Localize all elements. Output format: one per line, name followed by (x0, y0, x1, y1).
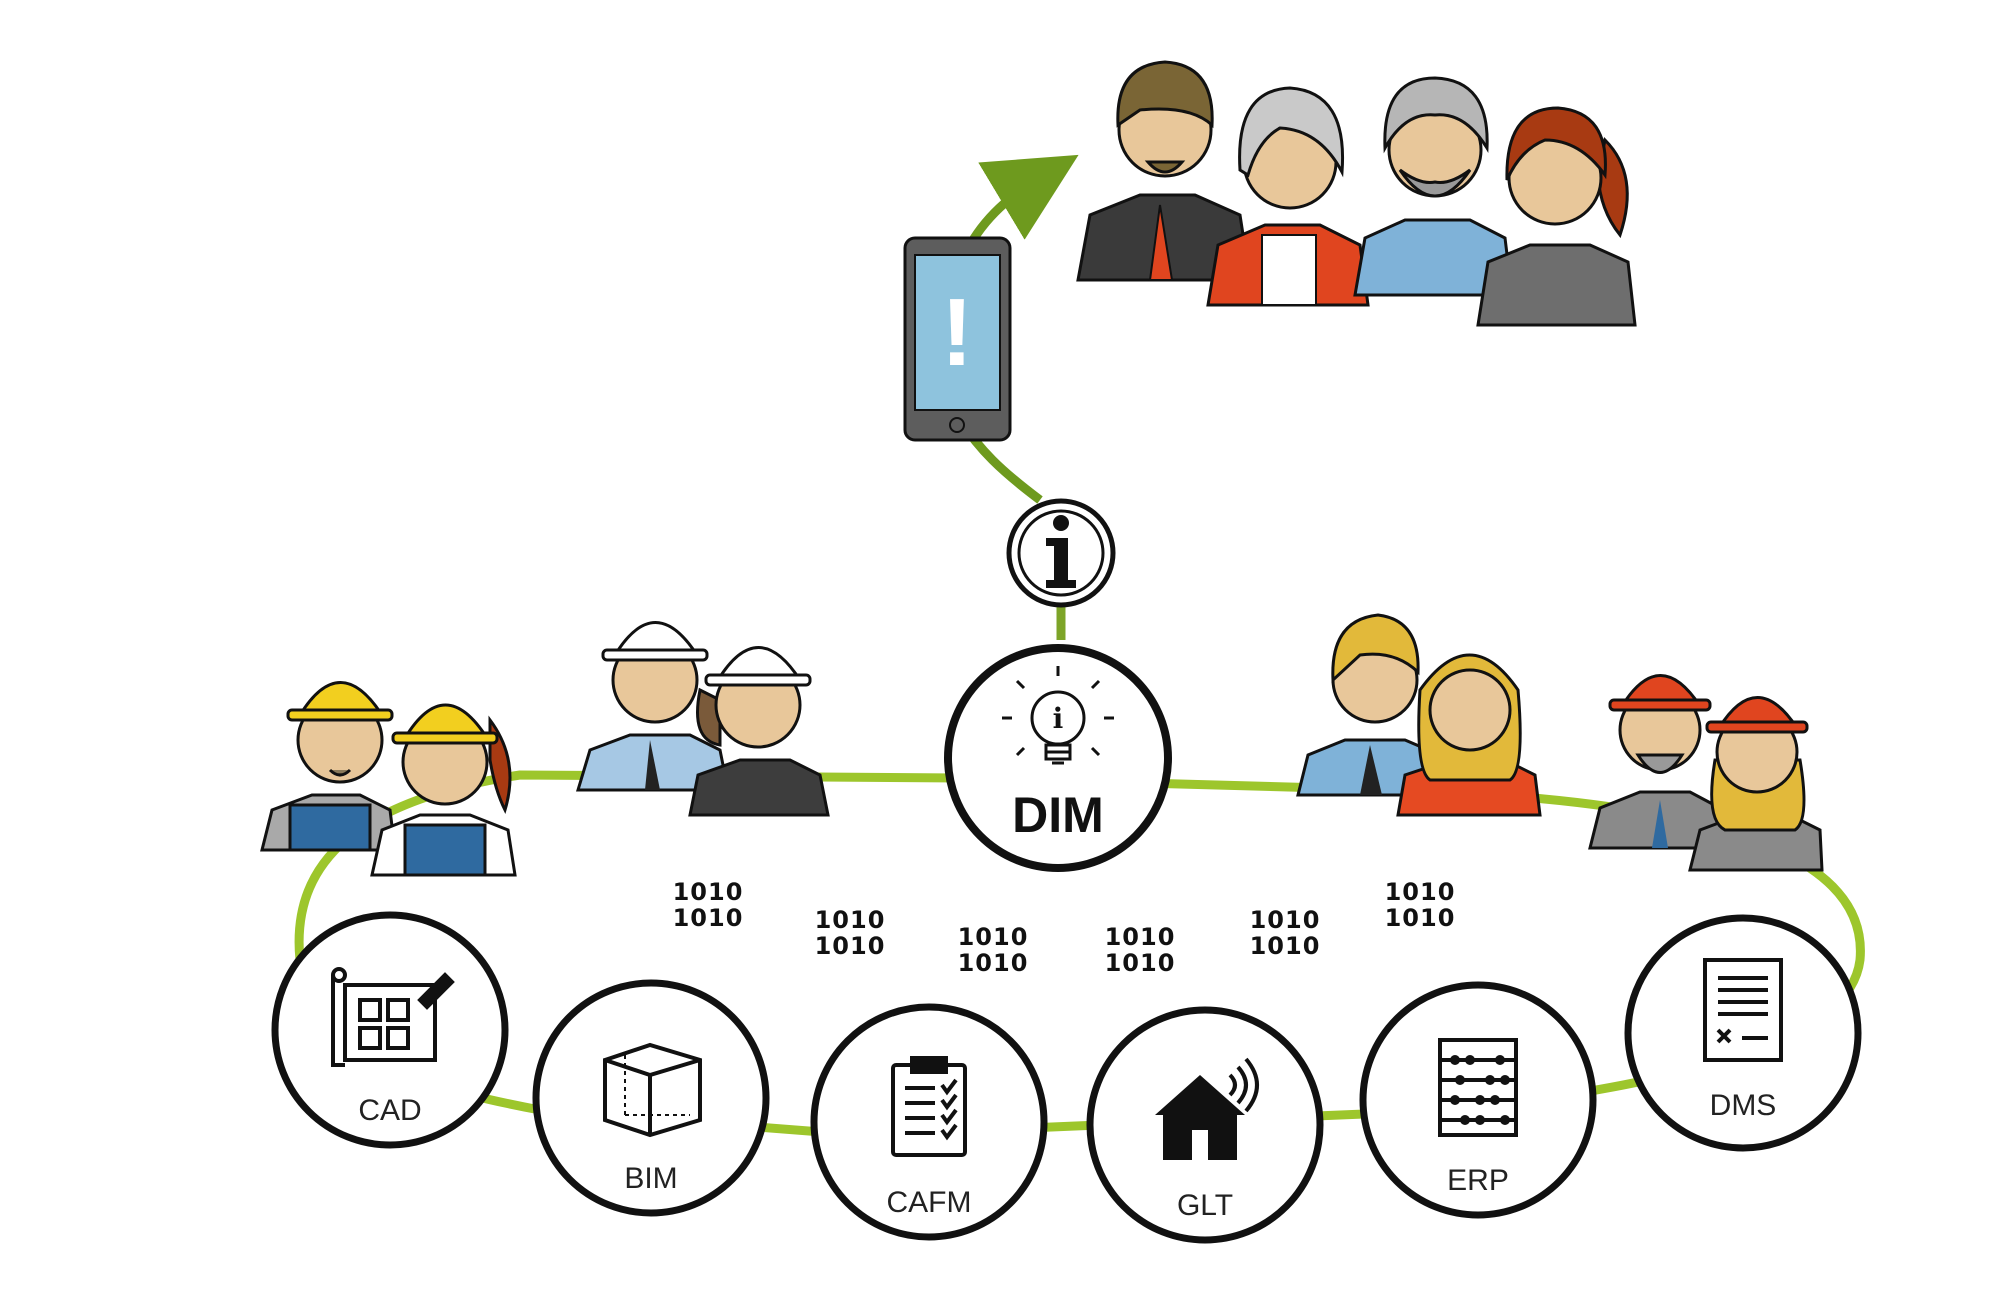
phone-alert-mark: ! (941, 279, 973, 386)
binary-data-line: 1010 (815, 932, 886, 960)
office-staff-icon (1296, 613, 1542, 817)
blueprint-pencil-icon (331, 967, 455, 1067)
binary-data-line: 1010 (673, 904, 744, 932)
system-nodes: CAD BIM (271, 911, 1862, 1244)
system-node-cafm[interactable]: CAFM (810, 1003, 1048, 1241)
system-label-dms: DMS (1710, 1089, 1777, 1122)
system-node-erp[interactable]: ERP (1359, 981, 1597, 1219)
system-label-glt: GLT (1177, 1189, 1233, 1222)
binary-data-line: 1010 (673, 878, 744, 906)
clipboard-checklist-icon (891, 1056, 967, 1157)
smartphone-alert-icon: ! (903, 236, 1012, 442)
stakeholders-group-icon (1076, 60, 1637, 327)
binary-data-line: 1010 (1250, 906, 1321, 934)
binary-data-line: 1010 (1385, 904, 1456, 932)
system-node-glt[interactable]: GLT (1086, 1006, 1324, 1244)
construction-workers-yellow-icon (260, 681, 517, 877)
binary-data-line: 1010 (958, 949, 1029, 977)
binary-data-line: 1010 (1105, 923, 1176, 951)
binary-data-line: 1010 (1385, 878, 1456, 906)
document-icon (1703, 958, 1783, 1062)
dim-hub: i DIM (944, 644, 1172, 872)
smart-home-icon (1155, 1057, 1259, 1160)
phone-to-group-arrow (966, 154, 1079, 248)
binary-data-line: 1010 (1250, 932, 1321, 960)
system-label-bim: BIM (624, 1162, 677, 1195)
binary-data-line: 1010 (958, 923, 1029, 951)
lightbulb-info-icon (1002, 666, 1114, 765)
binary-data-line: 1010 (815, 906, 886, 934)
system-node-dms[interactable]: DMS (1624, 914, 1862, 1152)
info-glyph: i (1053, 702, 1064, 735)
dim-label: DIM (1012, 787, 1104, 843)
abacus-beads (1450, 1055, 1510, 1125)
system-label-cafm: CAFM (887, 1186, 972, 1219)
binary-data-line: 1010 (1105, 949, 1176, 977)
engineers-white-helmet-icon (575, 621, 830, 817)
system-node-cad[interactable]: CAD (271, 911, 509, 1149)
system-label-erp: ERP (1447, 1164, 1509, 1197)
managers-red-helmet-icon (1588, 674, 1824, 872)
system-node-bim[interactable]: BIM (532, 979, 770, 1217)
cube-icon (603, 1042, 702, 1138)
info-icon (1006, 498, 1116, 608)
system-label-cad: CAD (358, 1094, 421, 1127)
